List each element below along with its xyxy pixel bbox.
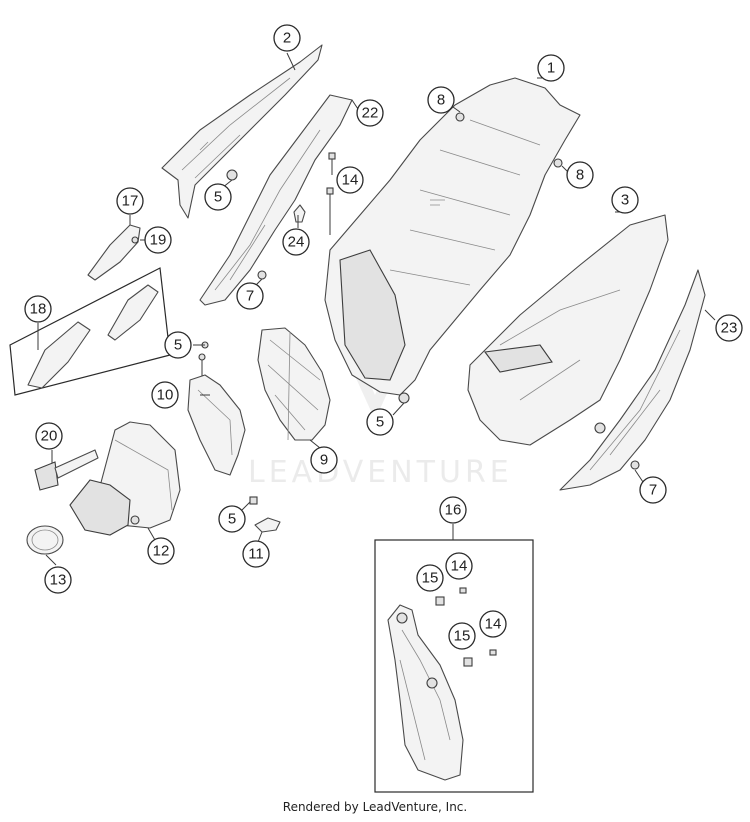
callout-13[interactable]: 13 <box>44 566 72 594</box>
callout-23[interactable]: 23 <box>715 314 743 342</box>
callout-14-a[interactable]: 14 <box>336 166 364 194</box>
part-14-bolt[interactable] <box>326 152 336 235</box>
svg-text:8: 8 <box>576 167 584 184</box>
svg-text:5: 5 <box>174 337 182 354</box>
callout-3[interactable]: 3 <box>611 186 639 214</box>
svg-text:5: 5 <box>376 414 384 431</box>
leader-lines <box>37 52 716 566</box>
part-24-clip[interactable] <box>293 204 306 223</box>
part-9-air-filter[interactable] <box>257 327 331 441</box>
callout-17[interactable]: 17 <box>116 187 144 215</box>
svg-text:13: 13 <box>50 572 67 589</box>
callout-5-d[interactable]: 5 <box>218 505 246 533</box>
part-17-bracket[interactable] <box>87 224 141 281</box>
part-12-intake-boot[interactable] <box>69 421 181 536</box>
callout-14-b[interactable]: 14 <box>445 552 473 580</box>
fastener-icon <box>553 158 563 168</box>
fastener-icon <box>130 515 140 525</box>
callout-10[interactable]: 10 <box>151 381 179 409</box>
fastener-icon <box>198 353 206 361</box>
svg-text:17: 17 <box>122 193 139 210</box>
callout-15-b[interactable]: 15 <box>448 622 476 650</box>
callout-7-b[interactable]: 7 <box>639 476 667 504</box>
svg-text:20: 20 <box>41 428 58 445</box>
watermark-text: LEADVENTURE <box>248 455 513 490</box>
svg-text:7: 7 <box>246 288 254 305</box>
callout-5-c[interactable]: 5 <box>366 408 394 436</box>
callout-9[interactable]: 9 <box>310 446 338 474</box>
callout-7-a[interactable]: 7 <box>236 282 264 310</box>
svg-text:14: 14 <box>342 172 359 189</box>
callout-15-a[interactable]: 15 <box>416 564 444 592</box>
svg-text:14: 14 <box>485 616 502 633</box>
svg-text:9: 9 <box>320 452 328 469</box>
part-18-decals[interactable] <box>9 267 171 396</box>
fastener-icon <box>396 612 408 624</box>
part-10-filter-frame[interactable] <box>187 341 246 476</box>
svg-text:18: 18 <box>30 301 47 318</box>
callout-11[interactable]: 11 <box>242 540 270 568</box>
svg-text:10: 10 <box>157 387 174 404</box>
callout-18[interactable]: 18 <box>24 295 52 323</box>
callout-24[interactable]: 24 <box>282 228 310 256</box>
fastener-icon <box>594 422 606 434</box>
callout-20[interactable]: 20 <box>35 422 63 450</box>
svg-text:19: 19 <box>150 232 167 249</box>
callout-19[interactable]: 19 <box>144 226 172 254</box>
svg-text:14: 14 <box>451 558 468 575</box>
fastener-icon <box>257 270 267 280</box>
svg-text:15: 15 <box>454 628 471 645</box>
part-2-side-panel[interactable] <box>161 44 323 219</box>
callout-1[interactable]: 1 <box>537 54 565 82</box>
callout-5-a[interactable]: 5 <box>204 183 232 211</box>
callout-2[interactable]: 2 <box>273 24 301 52</box>
svg-text:2: 2 <box>283 30 291 47</box>
svg-text:16: 16 <box>445 502 462 519</box>
part-22-shroud[interactable] <box>199 94 353 306</box>
callout-5-b[interactable]: 5 <box>164 331 192 359</box>
svg-text:3: 3 <box>621 192 629 209</box>
svg-text:12: 12 <box>153 543 170 560</box>
svg-text:5: 5 <box>228 511 236 528</box>
svg-text:1: 1 <box>547 60 555 77</box>
svg-text:5: 5 <box>214 189 222 206</box>
fastener-icon <box>630 460 640 470</box>
part-13-clamp[interactable] <box>26 525 64 555</box>
svg-text:15: 15 <box>422 570 439 587</box>
part-3-side-plate[interactable] <box>467 214 669 446</box>
svg-text:24: 24 <box>288 234 305 251</box>
kit-16-box[interactable] <box>374 524 534 793</box>
svg-text:7: 7 <box>649 482 657 499</box>
fastener-5-lower[interactable] <box>249 496 258 505</box>
callout-8-a[interactable]: 8 <box>427 86 455 114</box>
svg-text:22: 22 <box>362 105 379 122</box>
callout-16[interactable]: 16 <box>439 496 467 524</box>
part-11-clip[interactable] <box>254 517 281 533</box>
fastener-icon <box>398 392 410 404</box>
fastener-icon <box>455 112 465 122</box>
svg-text:11: 11 <box>248 546 264 563</box>
fastener-icon <box>226 169 238 181</box>
part-20-plug[interactable] <box>34 449 99 491</box>
callout-14-c[interactable]: 14 <box>479 610 507 638</box>
footer-credit: Rendered by LeadVenture, Inc. <box>282 800 468 814</box>
fastener-icon <box>426 677 438 689</box>
svg-text:8: 8 <box>437 92 445 109</box>
part-23-rear-panel[interactable] <box>559 269 706 491</box>
callout-12[interactable]: 12 <box>147 537 175 565</box>
fastener-icon <box>131 236 139 244</box>
callout-22[interactable]: 22 <box>356 99 384 127</box>
svg-text:23: 23 <box>721 320 738 337</box>
callout-8-b[interactable]: 8 <box>566 161 594 189</box>
